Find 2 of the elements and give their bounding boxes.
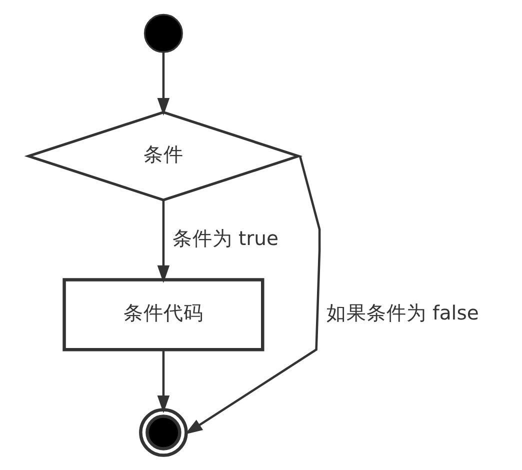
edge-label: 条件为 true xyxy=(172,226,278,250)
edge-label: 如果条件为 false xyxy=(326,302,479,325)
